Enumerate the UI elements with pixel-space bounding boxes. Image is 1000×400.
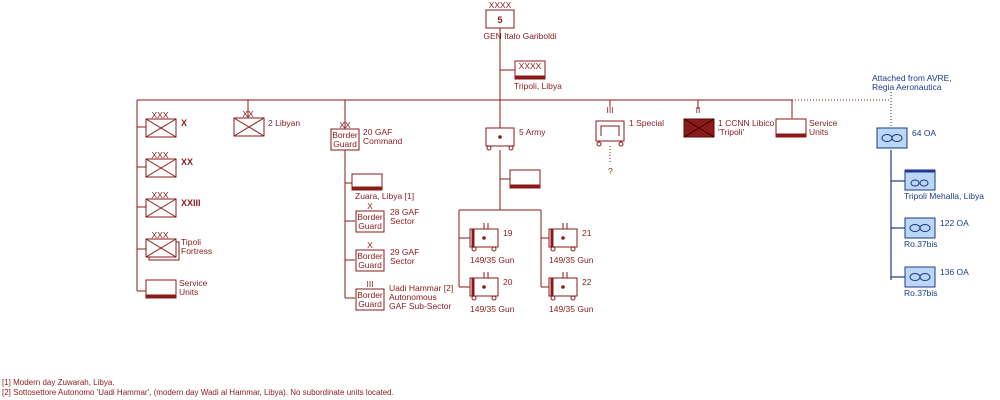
army5-label: 5 Army	[519, 127, 546, 137]
air-136-label: 136 OA	[940, 267, 969, 277]
air-hq-label: Tripoli Mehalla, Libya	[904, 191, 984, 201]
gun-20-node[interactable]: 20 149/35 Gun	[469, 272, 515, 314]
svg-text:Border: Border	[357, 212, 383, 222]
army5-hq-node[interactable]	[500, 169, 541, 189]
fortress-label-2: Fortress	[181, 246, 212, 256]
corps-xxiii-node[interactable]: XXX XXIII	[145, 190, 201, 218]
gun-21-node[interactable]: 21 149/35 Gun	[548, 223, 594, 265]
ccnn-label-1: 1 CCNN Libico	[718, 118, 774, 128]
sub-sector-echelon: III	[366, 279, 373, 289]
army-service-units-node[interactable]: Service Units	[775, 118, 838, 138]
gun-19-label: 149/35 Gun	[470, 255, 515, 265]
army-echelon: XXXX	[489, 0, 512, 10]
army-number: 5	[497, 15, 502, 25]
gun-19-node[interactable]: 19 149/35 Gun	[469, 223, 515, 265]
sector-28-label-1: 28 GAF	[390, 207, 419, 217]
corps-x-label: X	[181, 118, 187, 128]
air-122-label: 122 OA	[940, 218, 969, 228]
gaf-sector-29-node[interactable]: X Border Guard 29 GAF Sector	[355, 240, 419, 272]
svg-text:Guard: Guard	[358, 260, 382, 270]
corps-x-node[interactable]: XXX X	[145, 110, 187, 138]
air-64-oa-node[interactable]: 64 OA	[876, 127, 936, 149]
tripoli-fortress-node[interactable]: XXX Tipoli Fortress	[145, 230, 212, 261]
corps-xx-node[interactable]: XXX XX	[145, 150, 193, 178]
sector-28-label-2: Sector	[390, 216, 415, 226]
gun-22-num: 22	[582, 277, 592, 287]
army-hq-echelon: XXXX	[519, 61, 542, 71]
special-question: ?	[608, 166, 613, 176]
corps-xxiii-label: XXIII	[181, 198, 201, 208]
fortress-echelon: XXX	[151, 230, 168, 240]
corps-xx-echelon: XXX	[151, 150, 168, 160]
svg-text:Guard: Guard	[358, 299, 382, 309]
air-64-label: 64 OA	[912, 128, 936, 138]
army-commander: GEN Italo Gariboldi	[483, 31, 556, 41]
ccnn-node[interactable]: II 1 CCNN Libico 'Tripoli'	[683, 105, 774, 138]
gaf-label-2: Command	[363, 136, 402, 146]
avre-note-line-2: Regia Aeronautica	[872, 82, 942, 92]
sector-29-label-2: Sector	[390, 256, 415, 266]
gun-21-num: 21	[582, 228, 592, 238]
gaf-hq-label: Zuara, Libya [1]	[355, 191, 414, 201]
special-echelon: III	[606, 105, 613, 115]
ccnn-label-2: 'Tripoli'	[718, 127, 744, 137]
service-label-1: Service	[809, 118, 838, 128]
gaf-symbol-text-1: Border	[332, 130, 358, 140]
air-136-sub: Ro.37bis	[904, 288, 938, 298]
gun-21-label: 149/35 Gun	[549, 255, 594, 265]
svg-text:Border: Border	[357, 290, 383, 300]
gaf-command-node[interactable]: XX Border Guard 20 GAF Command	[330, 120, 402, 151]
libyan-division-node[interactable]: XX 2 Libyan	[233, 109, 300, 137]
corps-service-label-1: Service	[179, 278, 208, 288]
air-136-oa-node[interactable]: 136 OA Ro.37bis	[904, 266, 969, 298]
sector-29-label-1: 29 GAF	[390, 247, 419, 257]
footnotes: [1] Modern day Zuwarah, Libya. [2] Sotto…	[2, 378, 394, 398]
air-122-oa-node[interactable]: 122 OA Ro.37bis	[904, 217, 969, 249]
gaf-symbol-text-2: Guard	[333, 139, 357, 149]
service-label-2: Units	[809, 127, 828, 137]
avre-note-line-1: Attached from AVRE,	[872, 73, 952, 83]
libyan-label: 2 Libyan	[268, 118, 300, 128]
corps-x-echelon: XXX	[151, 110, 168, 120]
corps-xxiii-echelon: XXX	[151, 190, 168, 200]
air-122-sub: Ro.37bis	[904, 239, 938, 249]
army5-artillery-node[interactable]: 5 Army	[485, 127, 546, 151]
sub-sector-label-3: GAF Sub-Sector	[389, 301, 452, 311]
special-node[interactable]: III 1 Special ?	[595, 105, 664, 176]
libyan-echelon: XX	[242, 109, 254, 119]
avre-note: Attached from AVRE, Regia Aeronautica	[872, 73, 952, 92]
sub-sector-label-1: Uadi Hammar [2]	[389, 283, 453, 293]
corps-service-label-2: Units	[179, 287, 198, 297]
gaf-label-1: 20 GAF	[363, 127, 392, 137]
army-hq-label: Tripoli, Libya	[514, 81, 562, 91]
footnote-2: [2] Sottosettore Autonomo 'Uadi Hammar',…	[2, 388, 394, 397]
gun-19-num: 19	[503, 228, 513, 238]
svg-text:Guard: Guard	[358, 221, 382, 231]
footnote-1: [1] Modern day Zuwarah, Libya.	[2, 378, 115, 387]
gaf-echelon: XX	[339, 120, 351, 130]
gun-20-num: 20	[503, 277, 513, 287]
sector-29-echelon: X	[367, 240, 373, 250]
air-hq-node[interactable]: Tripoli Mehalla, Libya	[904, 169, 984, 201]
gun-22-node[interactable]: 22 149/35 Gun	[548, 272, 594, 314]
gun-20-label: 149/35 Gun	[470, 304, 515, 314]
svg-text:Border: Border	[357, 251, 383, 261]
fortress-label-1: Tipoli	[181, 237, 201, 247]
army-hq-node[interactable]: XXXX Tripoli, Libya	[500, 60, 562, 91]
army-5-symbol	[485, 9, 515, 29]
gun-22-label: 149/35 Gun	[549, 304, 594, 314]
gaf-sub-sector-node[interactable]: III Border Guard Uadi Hammar [2] Autonom…	[355, 279, 453, 311]
ccnn-echelon: II	[696, 105, 701, 115]
connector-lines	[136, 28, 905, 299]
gaf-sector-28-node[interactable]: X Border Guard 28 GAF Sector	[355, 201, 419, 233]
special-label: 1 Special	[629, 118, 664, 128]
gaf-hq-node[interactable]: Zuara, Libya [1]	[351, 173, 414, 201]
army-5-node[interactable]: XXXX 5 GEN Italo Gariboldi	[483, 0, 556, 41]
corps-xx-label: XX	[181, 157, 193, 167]
corps-service-units-node[interactable]: Service Units	[145, 278, 208, 299]
sector-28-echelon: X	[367, 201, 373, 211]
sub-sector-label-2: Autonomous	[389, 292, 437, 302]
